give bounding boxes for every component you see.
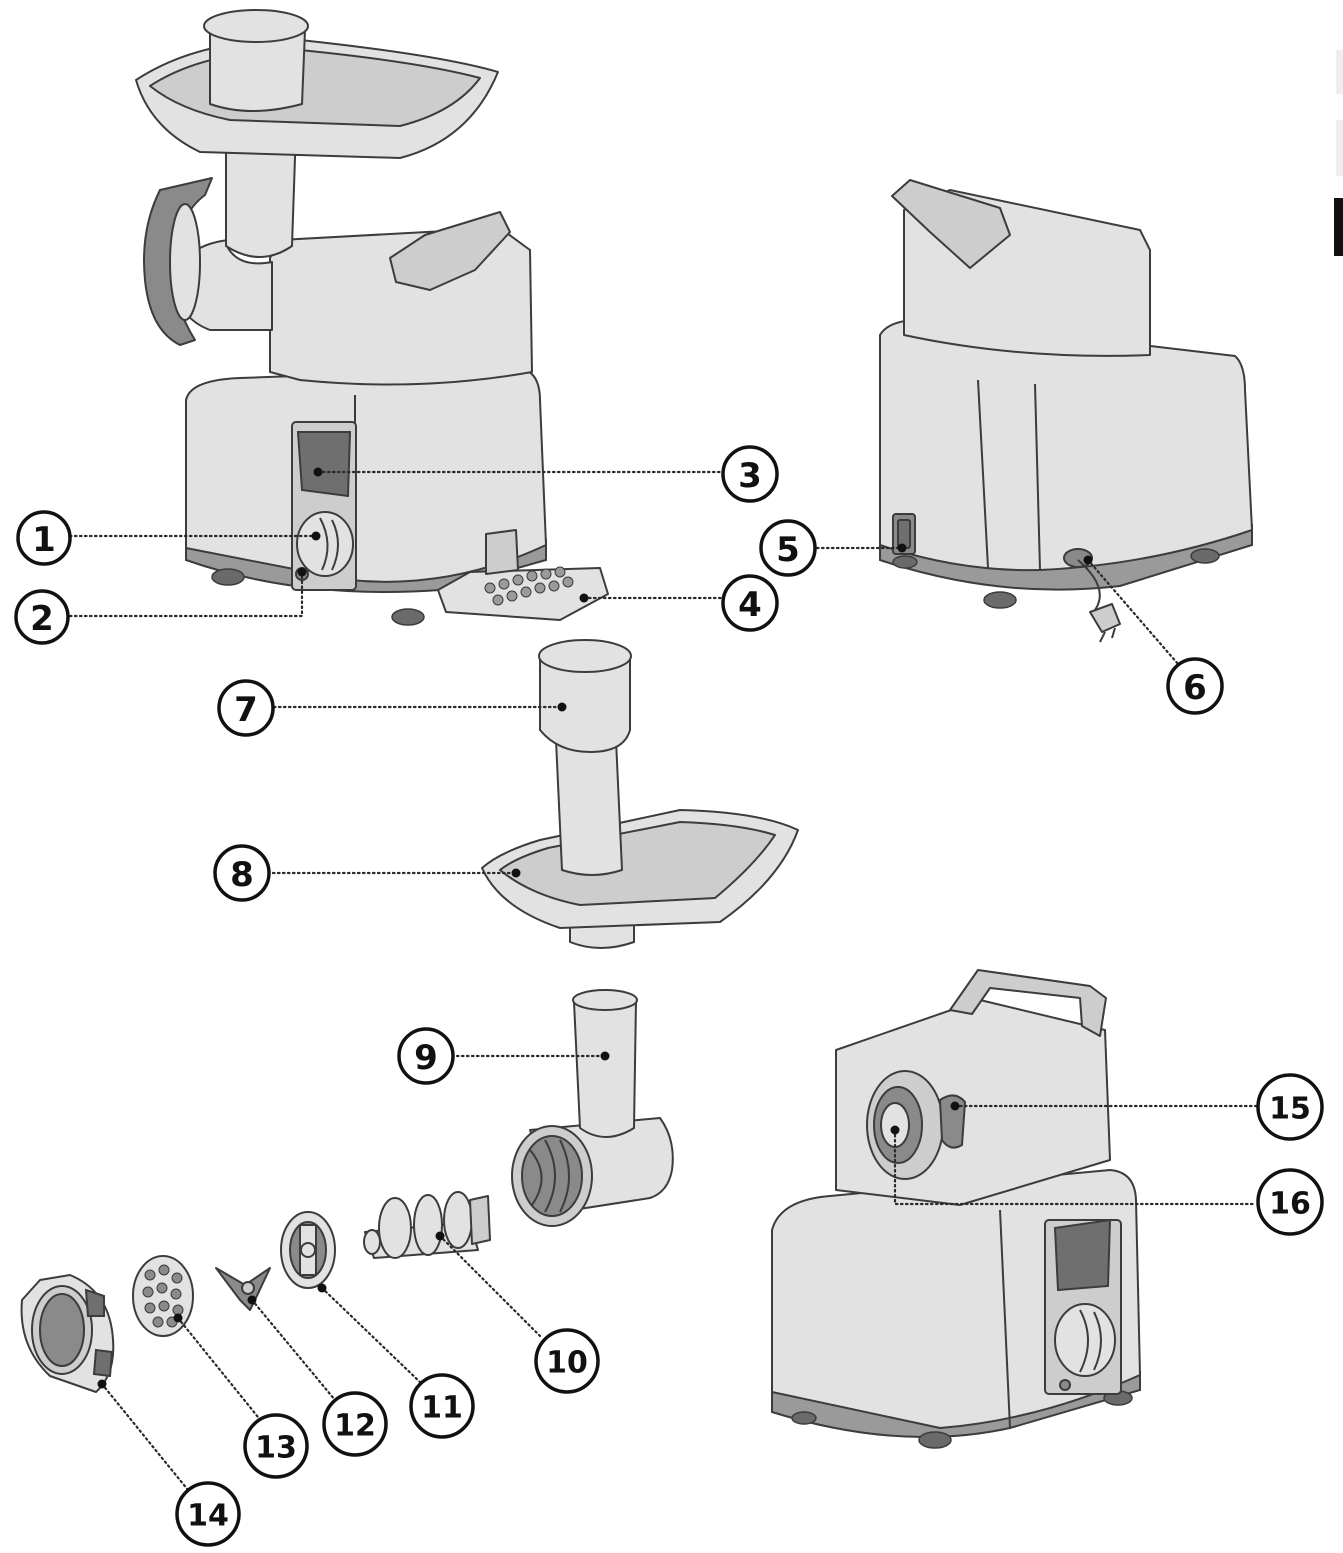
callout-16-label: 16 bbox=[1269, 1187, 1311, 1222]
callout-15-label: 15 bbox=[1269, 1092, 1311, 1127]
rear-handle bbox=[891, 179, 1011, 269]
leader-lines bbox=[68, 470, 1258, 1492]
grinder-head-part bbox=[511, 989, 674, 1227]
front-pusher bbox=[209, 29, 306, 112]
callout-7-label: 7 bbox=[234, 690, 258, 730]
callout-15: 15 bbox=[1256, 1073, 1324, 1141]
callout-9-label: 9 bbox=[414, 1038, 438, 1078]
grinder-rear-view bbox=[879, 179, 1253, 643]
callout-4-label: 4 bbox=[738, 585, 762, 625]
callout-2: 2 bbox=[14, 589, 70, 645]
grinder-side-view bbox=[771, 969, 1141, 1449]
callout-5: 5 bbox=[759, 519, 817, 577]
callout-3-label: 3 bbox=[738, 456, 762, 496]
cutting-plate-large-part bbox=[280, 1211, 336, 1289]
callout-14: 14 bbox=[175, 1481, 241, 1547]
rear-lower-housing bbox=[879, 318, 1253, 572]
callout-11: 11 bbox=[409, 1373, 475, 1439]
cross-knife-part bbox=[215, 1267, 271, 1311]
callout-8-label: 8 bbox=[230, 855, 254, 895]
front-handle bbox=[389, 211, 511, 291]
callout-12-label: 12 bbox=[334, 1409, 376, 1444]
callout-13: 13 bbox=[243, 1413, 309, 1479]
callout-5-label: 5 bbox=[776, 530, 800, 570]
side-handle bbox=[949, 969, 1107, 1037]
leader-endpoints bbox=[97, 467, 1093, 1389]
callout-4: 4 bbox=[721, 574, 779, 632]
edge-fragments bbox=[1334, 50, 1343, 256]
grinder-front-view bbox=[135, 9, 609, 626]
grinder-head-tube bbox=[573, 999, 637, 1138]
callout-10-label: 10 bbox=[546, 1346, 588, 1381]
callout-2-label: 2 bbox=[30, 599, 54, 639]
callout-1: 1 bbox=[16, 510, 72, 566]
front-lower-housing bbox=[185, 367, 547, 583]
front-feeding-tube bbox=[225, 127, 297, 258]
callout-7: 7 bbox=[217, 679, 275, 737]
cutting-plate-fine-part bbox=[132, 1255, 194, 1337]
callout-12: 12 bbox=[322, 1391, 388, 1457]
pusher-and-tray-parts bbox=[481, 639, 799, 949]
callout-13-label: 13 bbox=[255, 1431, 297, 1466]
auger-part bbox=[363, 1191, 491, 1259]
side-switch-knob bbox=[1054, 1303, 1116, 1377]
side-lock-button bbox=[939, 1094, 966, 1149]
callout-8: 8 bbox=[213, 844, 271, 902]
callout-1-label: 1 bbox=[32, 520, 56, 560]
food-pusher bbox=[555, 739, 623, 876]
callout-3: 3 bbox=[721, 445, 779, 503]
callout-10: 10 bbox=[534, 1328, 600, 1394]
front-switch-knob bbox=[296, 511, 354, 577]
callout-11-label: 11 bbox=[421, 1391, 463, 1426]
disassembled-parts bbox=[20, 1191, 491, 1393]
callout-6-label: 6 bbox=[1183, 668, 1207, 708]
callout-16: 16 bbox=[1256, 1168, 1324, 1236]
callout-14-label: 14 bbox=[187, 1499, 229, 1534]
callout-9: 9 bbox=[397, 1027, 455, 1085]
callout-6: 6 bbox=[1166, 657, 1224, 715]
ring-nut-part bbox=[20, 1274, 115, 1393]
